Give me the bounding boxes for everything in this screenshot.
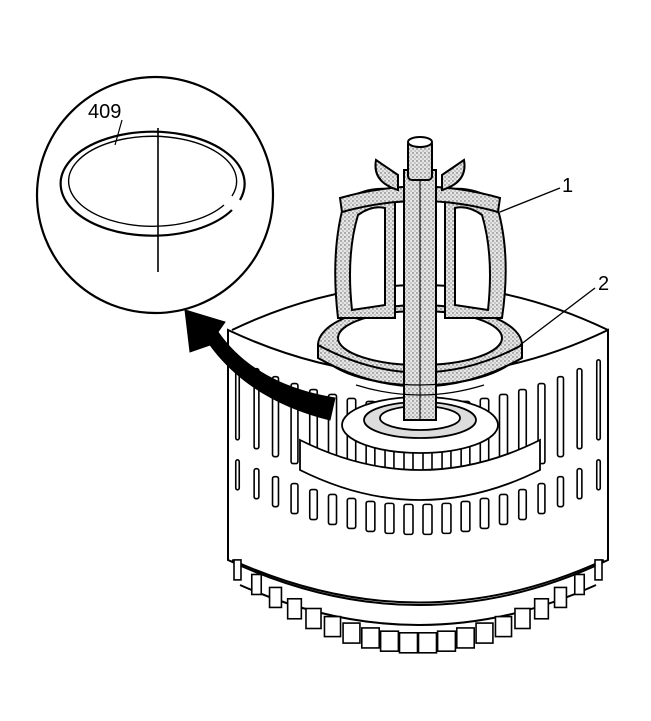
drum-tooth (268, 586, 283, 609)
drum-bottom-teeth (233, 559, 603, 654)
drum-tooth (305, 607, 322, 630)
drum-tooth (436, 630, 457, 652)
drum-slot (384, 502, 395, 535)
drum-slot (595, 359, 602, 441)
callout-2: 2 (598, 273, 610, 295)
drum-tooth (342, 622, 361, 644)
drum-tooth (514, 607, 531, 630)
drum-slot (460, 500, 471, 533)
drum-slot (253, 467, 260, 500)
drum-slot (290, 482, 299, 515)
drum-tooth (553, 586, 568, 609)
drum-slot (479, 497, 490, 530)
drum-slot (556, 475, 565, 508)
drum-slot (595, 459, 602, 491)
drum-slot (576, 467, 583, 500)
drum-tooth (417, 631, 438, 654)
drum-slot (403, 503, 414, 536)
drum-slot (422, 503, 433, 536)
drum-tooth (233, 559, 242, 581)
drum-tooth (360, 627, 381, 649)
drum-slot (271, 475, 280, 508)
drum-slot (576, 367, 583, 450)
drum-tooth (379, 630, 400, 652)
drum-tooth (494, 615, 513, 638)
drum-tooth (286, 597, 303, 620)
spring-compressor-tool (317, 136, 523, 421)
drum-slot (498, 493, 509, 526)
drum-slot (365, 500, 376, 533)
drum-tooth (475, 622, 494, 644)
inset-detail-circle (35, 75, 275, 315)
snap-ring (59, 130, 246, 237)
drum-tooth (323, 615, 342, 638)
drum-slot (327, 493, 338, 526)
leader-lines (499, 187, 596, 346)
drum-slot (346, 497, 357, 530)
drum-tooth (573, 573, 586, 596)
drum-tooth (250, 573, 263, 596)
drum-slot (556, 375, 565, 458)
drum-slot (308, 488, 319, 521)
drum-tooth (533, 597, 550, 620)
drum-tooth (398, 631, 419, 654)
drum-slot (517, 488, 528, 521)
callout-409: 409 (88, 101, 122, 123)
drum-slot (234, 459, 241, 491)
drum-tooth (455, 627, 476, 649)
drum-slot (537, 482, 546, 515)
drum-slot (441, 502, 452, 535)
callout-1: 1 (562, 175, 574, 197)
drum-tooth (594, 559, 603, 581)
